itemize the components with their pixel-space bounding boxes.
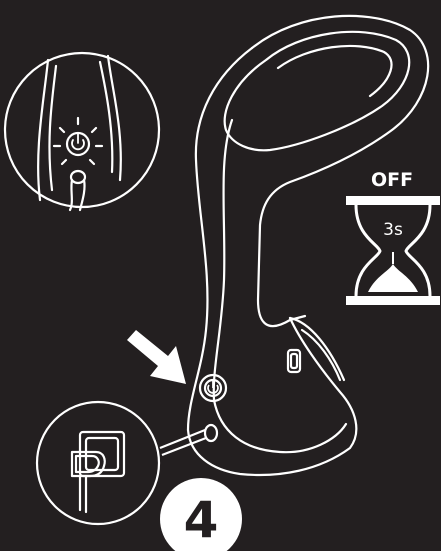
timer-duration-label: 3s xyxy=(383,220,403,240)
power-plug-icon xyxy=(72,452,105,512)
power-button-detail-callout xyxy=(5,53,159,210)
wall-socket-callout xyxy=(37,402,159,524)
step-number: 4 xyxy=(184,491,219,549)
timer-state-label: OFF xyxy=(371,169,413,191)
timer-panel: OFF 3s xyxy=(346,169,440,305)
steamer-illustration xyxy=(188,16,428,475)
step-number-badge: 4 xyxy=(160,478,242,551)
pointer-arrow-icon xyxy=(127,330,186,384)
hourglass-icon xyxy=(346,196,440,305)
